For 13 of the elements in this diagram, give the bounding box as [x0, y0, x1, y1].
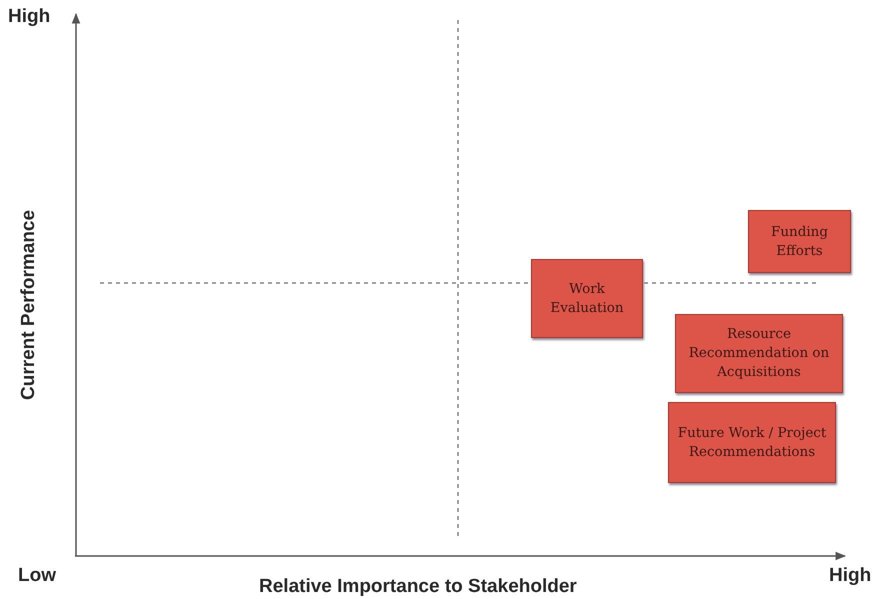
box-label: Funding Efforts	[770, 222, 830, 260]
axis-title: Current Performance	[18, 210, 40, 400]
axis-title: Relative Importance to Stakeholder	[259, 576, 577, 598]
quadrant-box	[531, 259, 643, 338]
axis-end-label: Low	[18, 565, 56, 587]
quadrant-box	[748, 210, 851, 273]
box-label: Resource Recommendation on Acquisitions	[688, 325, 830, 382]
box-label: Future Work / Project Recommendations	[676, 424, 828, 462]
quadrant-box	[668, 402, 836, 483]
box-label: Work Evaluation	[549, 280, 625, 318]
axis-end-label: High	[829, 565, 872, 587]
axis-end-label: High	[8, 6, 50, 28]
quadrant-box	[675, 314, 843, 393]
